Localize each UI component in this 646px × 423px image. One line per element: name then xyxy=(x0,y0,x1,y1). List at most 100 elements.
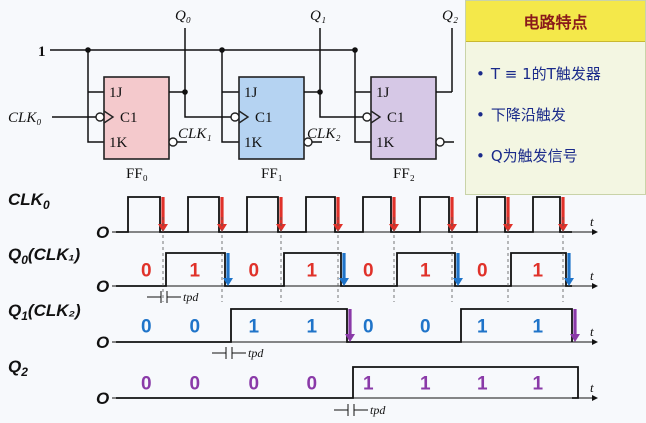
time-axis-label: t xyxy=(590,214,594,229)
q0-waveform xyxy=(116,252,572,287)
state-value: 1 xyxy=(249,317,260,338)
clock-triangle-icon xyxy=(238,110,250,124)
axis-arrow-icon xyxy=(592,395,598,401)
k-pin-label: 1K xyxy=(376,135,395,151)
feature-item-t-trigger: •T ≡ 1的T触发器 xyxy=(476,63,601,84)
clock-triangle-icon xyxy=(370,110,382,124)
clk-falling-edge-arrow-icon xyxy=(158,224,168,232)
feature-item-falling-edge: • 下降沿触发 xyxy=(476,104,566,125)
signal-subscript: 1 xyxy=(21,309,28,323)
q0-falling-edge-arrow-icon xyxy=(453,278,463,286)
state-value: 0 xyxy=(190,317,201,338)
signal-name: CLK xyxy=(8,190,45,209)
clk2-label: CLK₂ xyxy=(307,126,341,142)
axis-origin-label: O xyxy=(96,277,109,296)
clk0-input-label: CLK₀ xyxy=(8,110,42,126)
bullet-icon: • xyxy=(476,106,485,124)
state-value: 1 xyxy=(420,261,431,282)
q1-falling-edge-arrow-icon xyxy=(345,334,355,342)
state-value: 0 xyxy=(363,317,374,338)
signal-label: Q0(CLK₁) xyxy=(8,245,81,267)
signal-clock-note: (CLK₁) xyxy=(28,245,81,264)
signal-name: Q xyxy=(8,301,21,320)
tpd-label: tpd xyxy=(183,290,199,304)
signal-subscript: 2 xyxy=(20,365,28,379)
axis-origin-label: O xyxy=(96,389,109,408)
state-value: 1 xyxy=(363,374,374,395)
state-value: 0 xyxy=(249,261,260,282)
flipflop-box xyxy=(370,76,437,160)
clock-link-wire xyxy=(184,92,231,118)
clock-triangle-icon xyxy=(103,110,115,124)
state-value: 1 xyxy=(307,317,318,338)
qbar-bubble-icon xyxy=(168,137,178,147)
clock-pin-label: C1 xyxy=(387,110,405,126)
state-value: 1 xyxy=(533,261,544,282)
feature-item-text: T ≡ 1的T触发器 xyxy=(490,65,601,83)
feature-panel: 电路特点 •T ≡ 1的T触发器 • 下降沿触发 • Q为触发信号 xyxy=(465,0,646,195)
axis-origin-label: O xyxy=(96,223,109,242)
signal-clock-note: (CLK₂) xyxy=(28,301,81,320)
bullet-icon: • xyxy=(476,147,485,165)
feature-item-q-trigger: • Q为触发信号 xyxy=(476,145,578,166)
axis-origin-label: O xyxy=(96,333,109,352)
signal-name: Q xyxy=(8,245,21,264)
state-value: 1 xyxy=(307,261,318,282)
q-output-label: Q₁ xyxy=(310,8,326,24)
q1-waveform xyxy=(116,308,573,343)
state-value: 0 xyxy=(141,374,152,395)
feature-item-text: Q为触发信号 xyxy=(490,147,578,165)
q0-falling-edge-arrow-icon xyxy=(223,278,233,286)
state-value: 1 xyxy=(533,374,544,395)
clk-falling-edge-arrow-icon xyxy=(333,224,343,232)
j-pin-label: 1J xyxy=(244,85,258,101)
clk-falling-edge-arrow-icon xyxy=(503,224,513,232)
flipflop-name: FF₀ xyxy=(126,166,148,182)
inversion-bubble-icon xyxy=(95,112,105,122)
q0-falling-edge-arrow-icon xyxy=(339,278,349,286)
k-input-wire xyxy=(87,50,104,143)
feature-item-text: 下降沿触发 xyxy=(490,106,566,124)
logic-one-label: 1 xyxy=(38,44,46,60)
k-pin-label: 1K xyxy=(109,135,128,151)
clk-falling-edge-arrow-icon xyxy=(217,224,227,232)
qbar-bubble-icon xyxy=(435,137,445,147)
signal-label: Q2 xyxy=(8,357,28,379)
clk-falling-edge-arrow-icon xyxy=(276,224,286,232)
signal-name: Q xyxy=(8,357,21,376)
tpd-label: tpd xyxy=(248,346,264,360)
axis-arrow-icon xyxy=(592,339,598,345)
time-axis-label: t xyxy=(590,268,594,283)
j-pin-label: 1J xyxy=(376,85,390,101)
q0-falling-edge-arrow-icon xyxy=(564,278,574,286)
state-value: 0 xyxy=(141,317,152,338)
signal-label: CLK0 xyxy=(8,190,50,212)
clk-falling-edge-arrow-icon xyxy=(558,224,568,232)
state-value: 0 xyxy=(141,261,152,282)
flipflop-name: FF₁ xyxy=(261,166,283,182)
j-pin-label: 1J xyxy=(109,85,123,101)
state-value: 1 xyxy=(190,261,201,282)
time-axis-label: t xyxy=(590,324,594,339)
q-output-label: Q₂ xyxy=(442,8,458,24)
tpd-label: tpd xyxy=(370,403,386,417)
state-value: 0 xyxy=(249,374,260,395)
feature-panel-title: 电路特点 xyxy=(466,1,645,42)
k-input-wire xyxy=(354,50,371,143)
flipflop-box xyxy=(103,76,170,160)
clock-link-wire xyxy=(319,92,363,118)
q2-waveform xyxy=(116,366,579,399)
state-value: 1 xyxy=(477,374,488,395)
inversion-bubble-icon xyxy=(230,112,240,122)
q1-falling-edge-arrow-icon xyxy=(570,334,580,342)
k-pin-label: 1K xyxy=(244,135,263,151)
state-value: 1 xyxy=(420,374,431,395)
flipflop-name: FF₂ xyxy=(393,166,415,182)
state-value: 0 xyxy=(420,317,431,338)
clk0-waveform xyxy=(116,196,572,233)
signal-label: Q1(CLK₂) xyxy=(8,301,81,323)
axis-arrow-icon xyxy=(592,283,598,289)
time-axis-label: t xyxy=(590,380,594,395)
